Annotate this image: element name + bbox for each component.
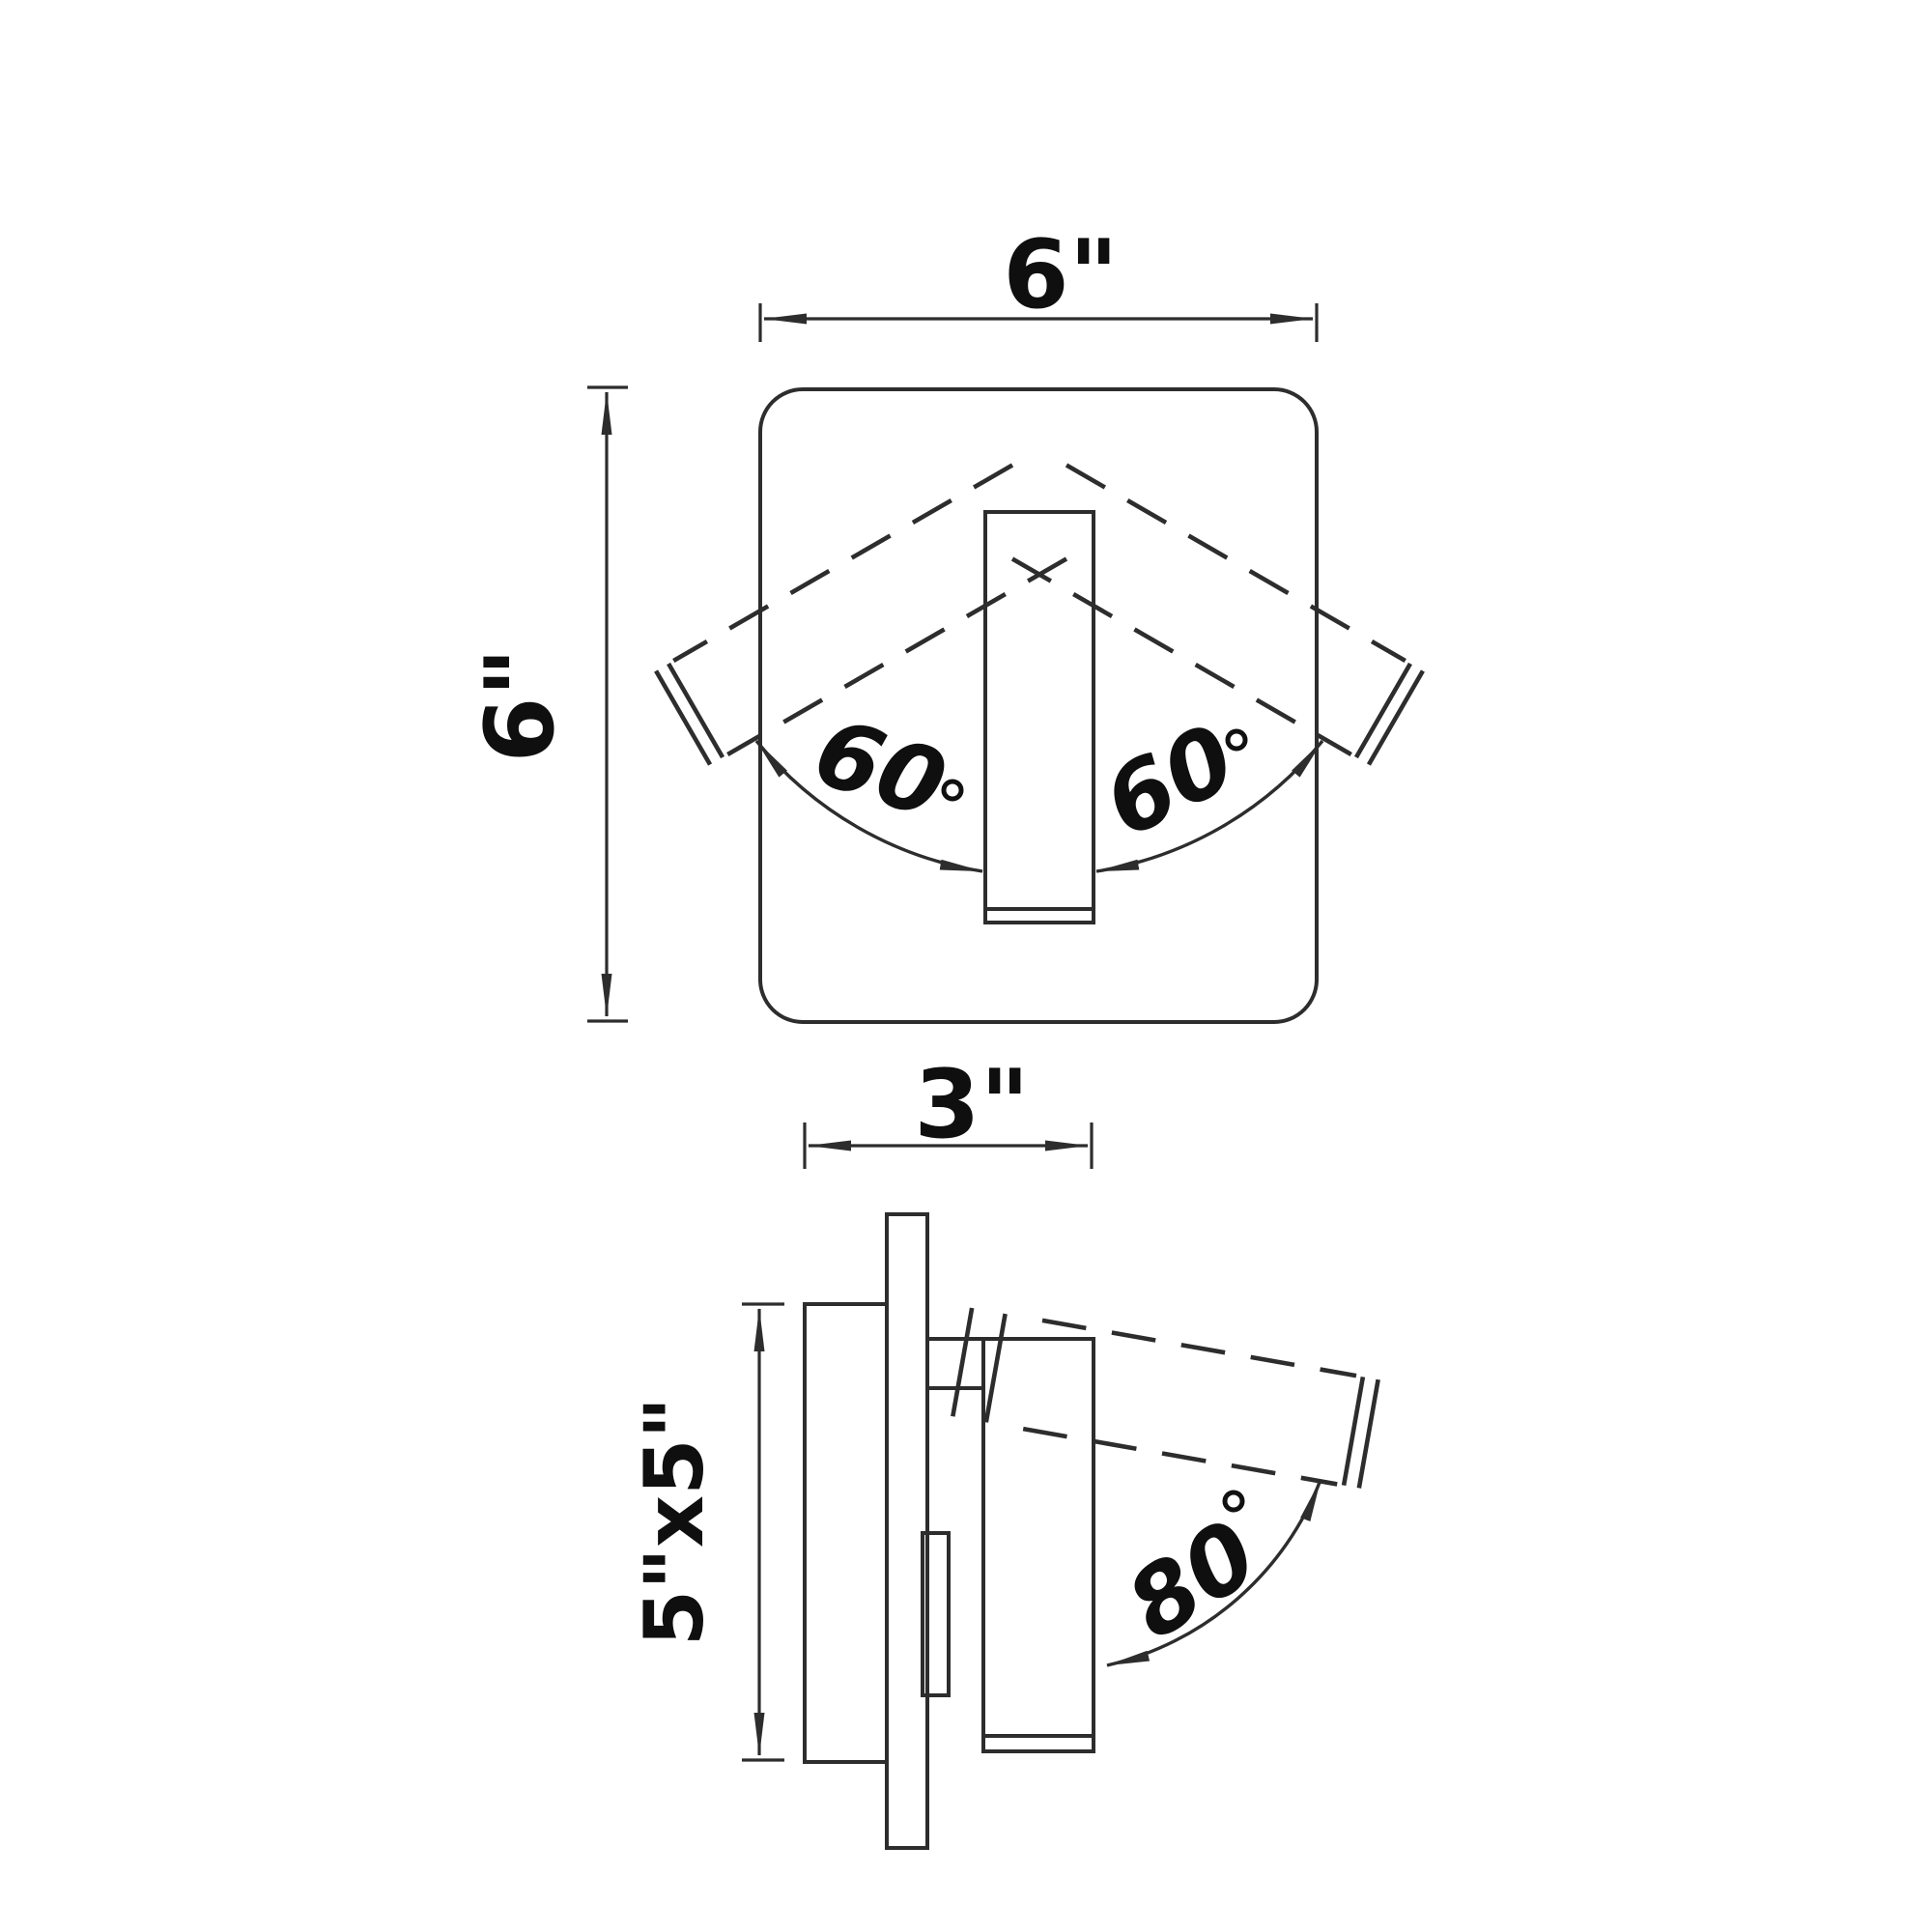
swing-arc-left bbox=[754, 739, 983, 873]
arm-end-cap bbox=[1353, 662, 1412, 759]
plate-size-label: 5"x5" bbox=[627, 1397, 722, 1647]
front-backplate-outline bbox=[758, 387, 1319, 1024]
degree-symbol-left bbox=[941, 779, 964, 802]
width-dimension: 6" bbox=[758, 220, 1319, 342]
width-dimension-label: 6" bbox=[1003, 220, 1118, 330]
side-light-bar bbox=[981, 1337, 1095, 1753]
arm-end-cap bbox=[654, 669, 713, 766]
front-arm-swing-left bbox=[654, 463, 1068, 766]
front-arm-swing-right bbox=[1010, 463, 1425, 766]
arm-end-cap bbox=[1366, 669, 1425, 766]
depth-dimension-label: 3" bbox=[914, 1050, 1029, 1160]
height-dimension: 6" bbox=[466, 385, 628, 1023]
front-light-bar bbox=[983, 510, 1095, 924]
arm-end-cap bbox=[667, 662, 725, 759]
tilt-angle-label: 80 bbox=[1109, 1499, 1276, 1661]
degree-symbol-right bbox=[1225, 728, 1248, 752]
swing-arc-right bbox=[1095, 739, 1324, 873]
tilt-arc bbox=[1106, 1479, 1322, 1667]
degree-symbol-tilt bbox=[1222, 1490, 1245, 1513]
angle-label-left: 60 bbox=[802, 697, 958, 840]
side-canopy-outline bbox=[803, 1302, 889, 1764]
side-switch-detail bbox=[921, 1531, 951, 1697]
arm-edge bbox=[1065, 463, 1406, 663]
tilted-bar-edge bbox=[1041, 1318, 1357, 1378]
side-view: 80 3" 5"x5" bbox=[627, 1050, 1380, 1850]
tilted-bar-near-cap bbox=[983, 1313, 1008, 1423]
angle-label-right: 60 bbox=[1088, 703, 1252, 858]
front-view: 60 60 6" 6" bbox=[466, 220, 1425, 1024]
tilted-bar-near-cap bbox=[951, 1307, 975, 1417]
tilted-bar-edge bbox=[1022, 1426, 1338, 1487]
side-bar-tilted bbox=[951, 1307, 1380, 1489]
arm-edge bbox=[672, 463, 1014, 663]
depth-dimension: 3" bbox=[803, 1050, 1094, 1169]
height-dimension-label: 6" bbox=[466, 647, 576, 762]
tilted-bar-end-cap bbox=[1341, 1376, 1366, 1487]
arm-edge bbox=[1010, 556, 1352, 756]
tilted-bar-end-cap bbox=[1356, 1378, 1380, 1489]
arm-edge bbox=[726, 556, 1068, 756]
plate-size-dimension: 5"x5" bbox=[627, 1302, 784, 1762]
